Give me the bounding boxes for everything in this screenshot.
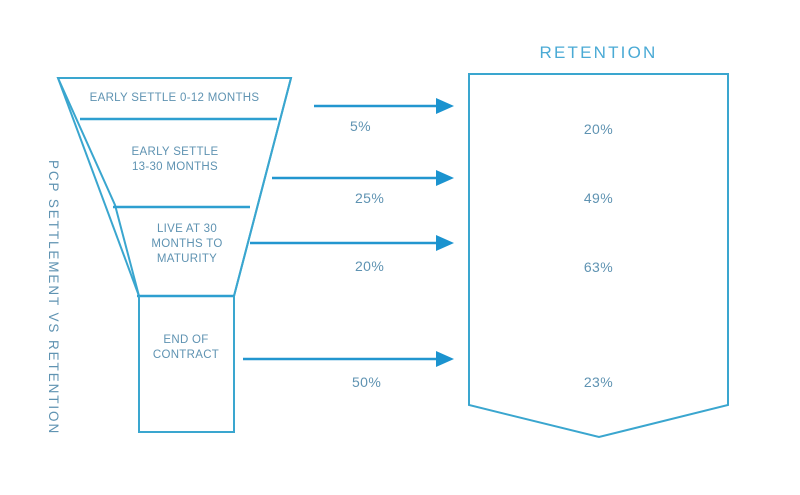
funnel-outline xyxy=(56,77,293,433)
flow-arrow-2 xyxy=(272,170,454,186)
flow-arrow-1 xyxy=(314,98,454,114)
flow-arrow-4 xyxy=(243,351,454,367)
funnel-outline-left-taper xyxy=(57,77,140,297)
funnel-stem-rect xyxy=(138,296,235,433)
funnel-outline-right-taper xyxy=(233,77,292,297)
flow-arrow-3 xyxy=(250,235,454,251)
retention-shape xyxy=(468,73,729,439)
